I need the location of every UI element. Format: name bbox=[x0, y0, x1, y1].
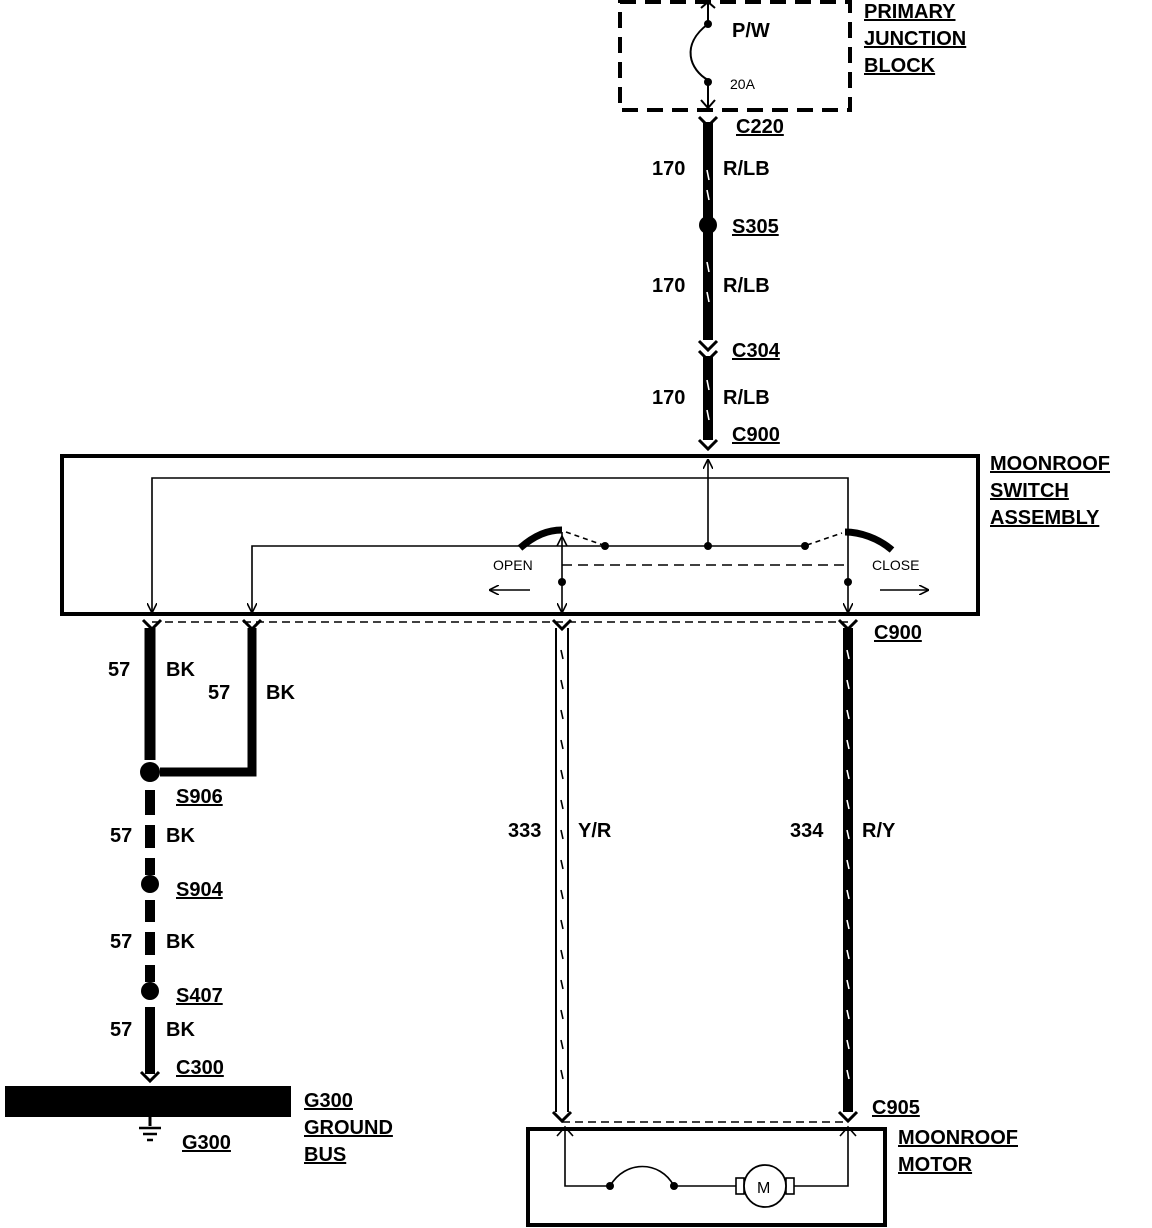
switch-assembly-title-1: MOONROOF bbox=[990, 453, 1110, 475]
splice-s407-label: S407 bbox=[176, 985, 223, 1007]
close-label: CLOSE bbox=[872, 557, 919, 573]
ground-bus: G300 G300 GROUND BUS bbox=[5, 1086, 393, 1166]
connector-c304-symbol bbox=[697, 349, 719, 363]
connector-c900-top-symbol bbox=[697, 438, 719, 452]
motor-title-1: MOONROOF bbox=[898, 1127, 1018, 1149]
connector-c900-bottom-label: C900 bbox=[874, 622, 922, 644]
ground-bus-title-3: BUS bbox=[304, 1144, 346, 1166]
junction-block-title-2: JUNCTION bbox=[864, 28, 966, 50]
splice-s906-label: S906 bbox=[176, 786, 223, 808]
wire-57-circuit-b: 57 bbox=[208, 682, 230, 704]
close-switch-blade bbox=[844, 528, 895, 553]
connector-c304-label: C304 bbox=[732, 340, 781, 362]
connector-c900-bottom: C900 bbox=[141, 618, 922, 644]
wire-334-circuit: 334 bbox=[790, 820, 824, 842]
junction-block-title-1: PRIMARY bbox=[864, 1, 956, 23]
wire-57-circuit-d: 57 bbox=[110, 931, 132, 953]
motor-wire-333: 333 Y/R bbox=[508, 628, 612, 1112]
splice-s904-dot bbox=[141, 875, 159, 893]
splice-s906-dot bbox=[140, 762, 160, 782]
ground-bus-title-2: GROUND bbox=[304, 1117, 393, 1139]
connector-c220-symbol bbox=[697, 115, 719, 129]
wire-57-circuit-c: 57 bbox=[110, 825, 132, 847]
wire-57-circuit-a: 57 bbox=[108, 659, 130, 681]
connector-c300-label: C300 bbox=[176, 1057, 224, 1079]
connector-c905: C905 bbox=[551, 1097, 920, 1124]
circuit-breaker-symbol bbox=[609, 1165, 675, 1187]
wire-333-circuit: 333 bbox=[508, 820, 541, 842]
wire-57-color-b: BK bbox=[266, 682, 295, 704]
wire-170-circuit-2: 170 bbox=[652, 275, 685, 297]
junction-block-title-3: BLOCK bbox=[864, 55, 936, 77]
open-label: OPEN bbox=[493, 557, 533, 573]
feed-wire-170: C220 170 R/LB S305 170 R/LB C304 170 R/L… bbox=[652, 115, 784, 452]
fuse-name-label: P/W bbox=[732, 20, 770, 42]
switch-assembly-title-3: ASSEMBLY bbox=[990, 507, 1100, 529]
wire-57-color-c: BK bbox=[166, 825, 195, 847]
wire-57-color-e: BK bbox=[166, 1019, 195, 1041]
ground-label: G300 bbox=[182, 1132, 231, 1154]
wire-170-circuit-1: 170 bbox=[652, 158, 685, 180]
moonroof-motor: M MOONROOF MOTOR bbox=[526, 1125, 1018, 1227]
wire-170-color-3: R/LB bbox=[723, 387, 770, 409]
wire-170-color-1: R/LB bbox=[723, 158, 770, 180]
switch-assembly-title-2: SWITCH bbox=[990, 480, 1069, 502]
connector-c905-label: C905 bbox=[872, 1097, 920, 1119]
wire-170-circuit-3: 170 bbox=[652, 387, 685, 409]
splice-s904-label: S904 bbox=[176, 879, 224, 901]
motor-wire-334: 334 R/Y bbox=[790, 628, 896, 1112]
moonroof-switch-assembly: OPEN CLOSE MOONROOF SWITCH ASSEMBLY bbox=[60, 453, 1110, 616]
splice-s407-dot bbox=[141, 982, 159, 1000]
motor-icon bbox=[743, 1164, 787, 1208]
connector-c300-symbol bbox=[139, 1070, 161, 1084]
wire-57-color-d: BK bbox=[166, 931, 195, 953]
wire-170-color-2: R/LB bbox=[723, 275, 770, 297]
ground-wire-57: 57 BK 57 BK S906 57 BK S904 57 BK S407 5… bbox=[108, 628, 295, 1084]
motor-symbol-letter: M bbox=[757, 1180, 770, 1197]
splice-s305-label: S305 bbox=[732, 216, 779, 238]
primary-junction-block: P/W 20A PRIMARY JUNCTION BLOCK bbox=[618, 0, 966, 112]
ground-bus-bar bbox=[5, 1086, 291, 1117]
wire-334-color: R/Y bbox=[862, 820, 896, 842]
connector-c900-top-label: C900 bbox=[732, 424, 780, 446]
ground-bus-title-1: G300 bbox=[304, 1090, 353, 1112]
fuse-symbol bbox=[689, 23, 709, 81]
ground-icon bbox=[139, 1126, 161, 1142]
splice-s305-dot bbox=[699, 216, 717, 234]
wire-57-color-a: BK bbox=[166, 659, 195, 681]
motor-title-2: MOTOR bbox=[898, 1154, 973, 1176]
open-switch-blade bbox=[517, 526, 563, 551]
wire-57-circuit-e: 57 bbox=[110, 1019, 132, 1041]
connector-c220-label: C220 bbox=[736, 116, 784, 138]
wire-333-color: Y/R bbox=[578, 820, 612, 842]
fuse-rating-label: 20A bbox=[730, 76, 756, 92]
